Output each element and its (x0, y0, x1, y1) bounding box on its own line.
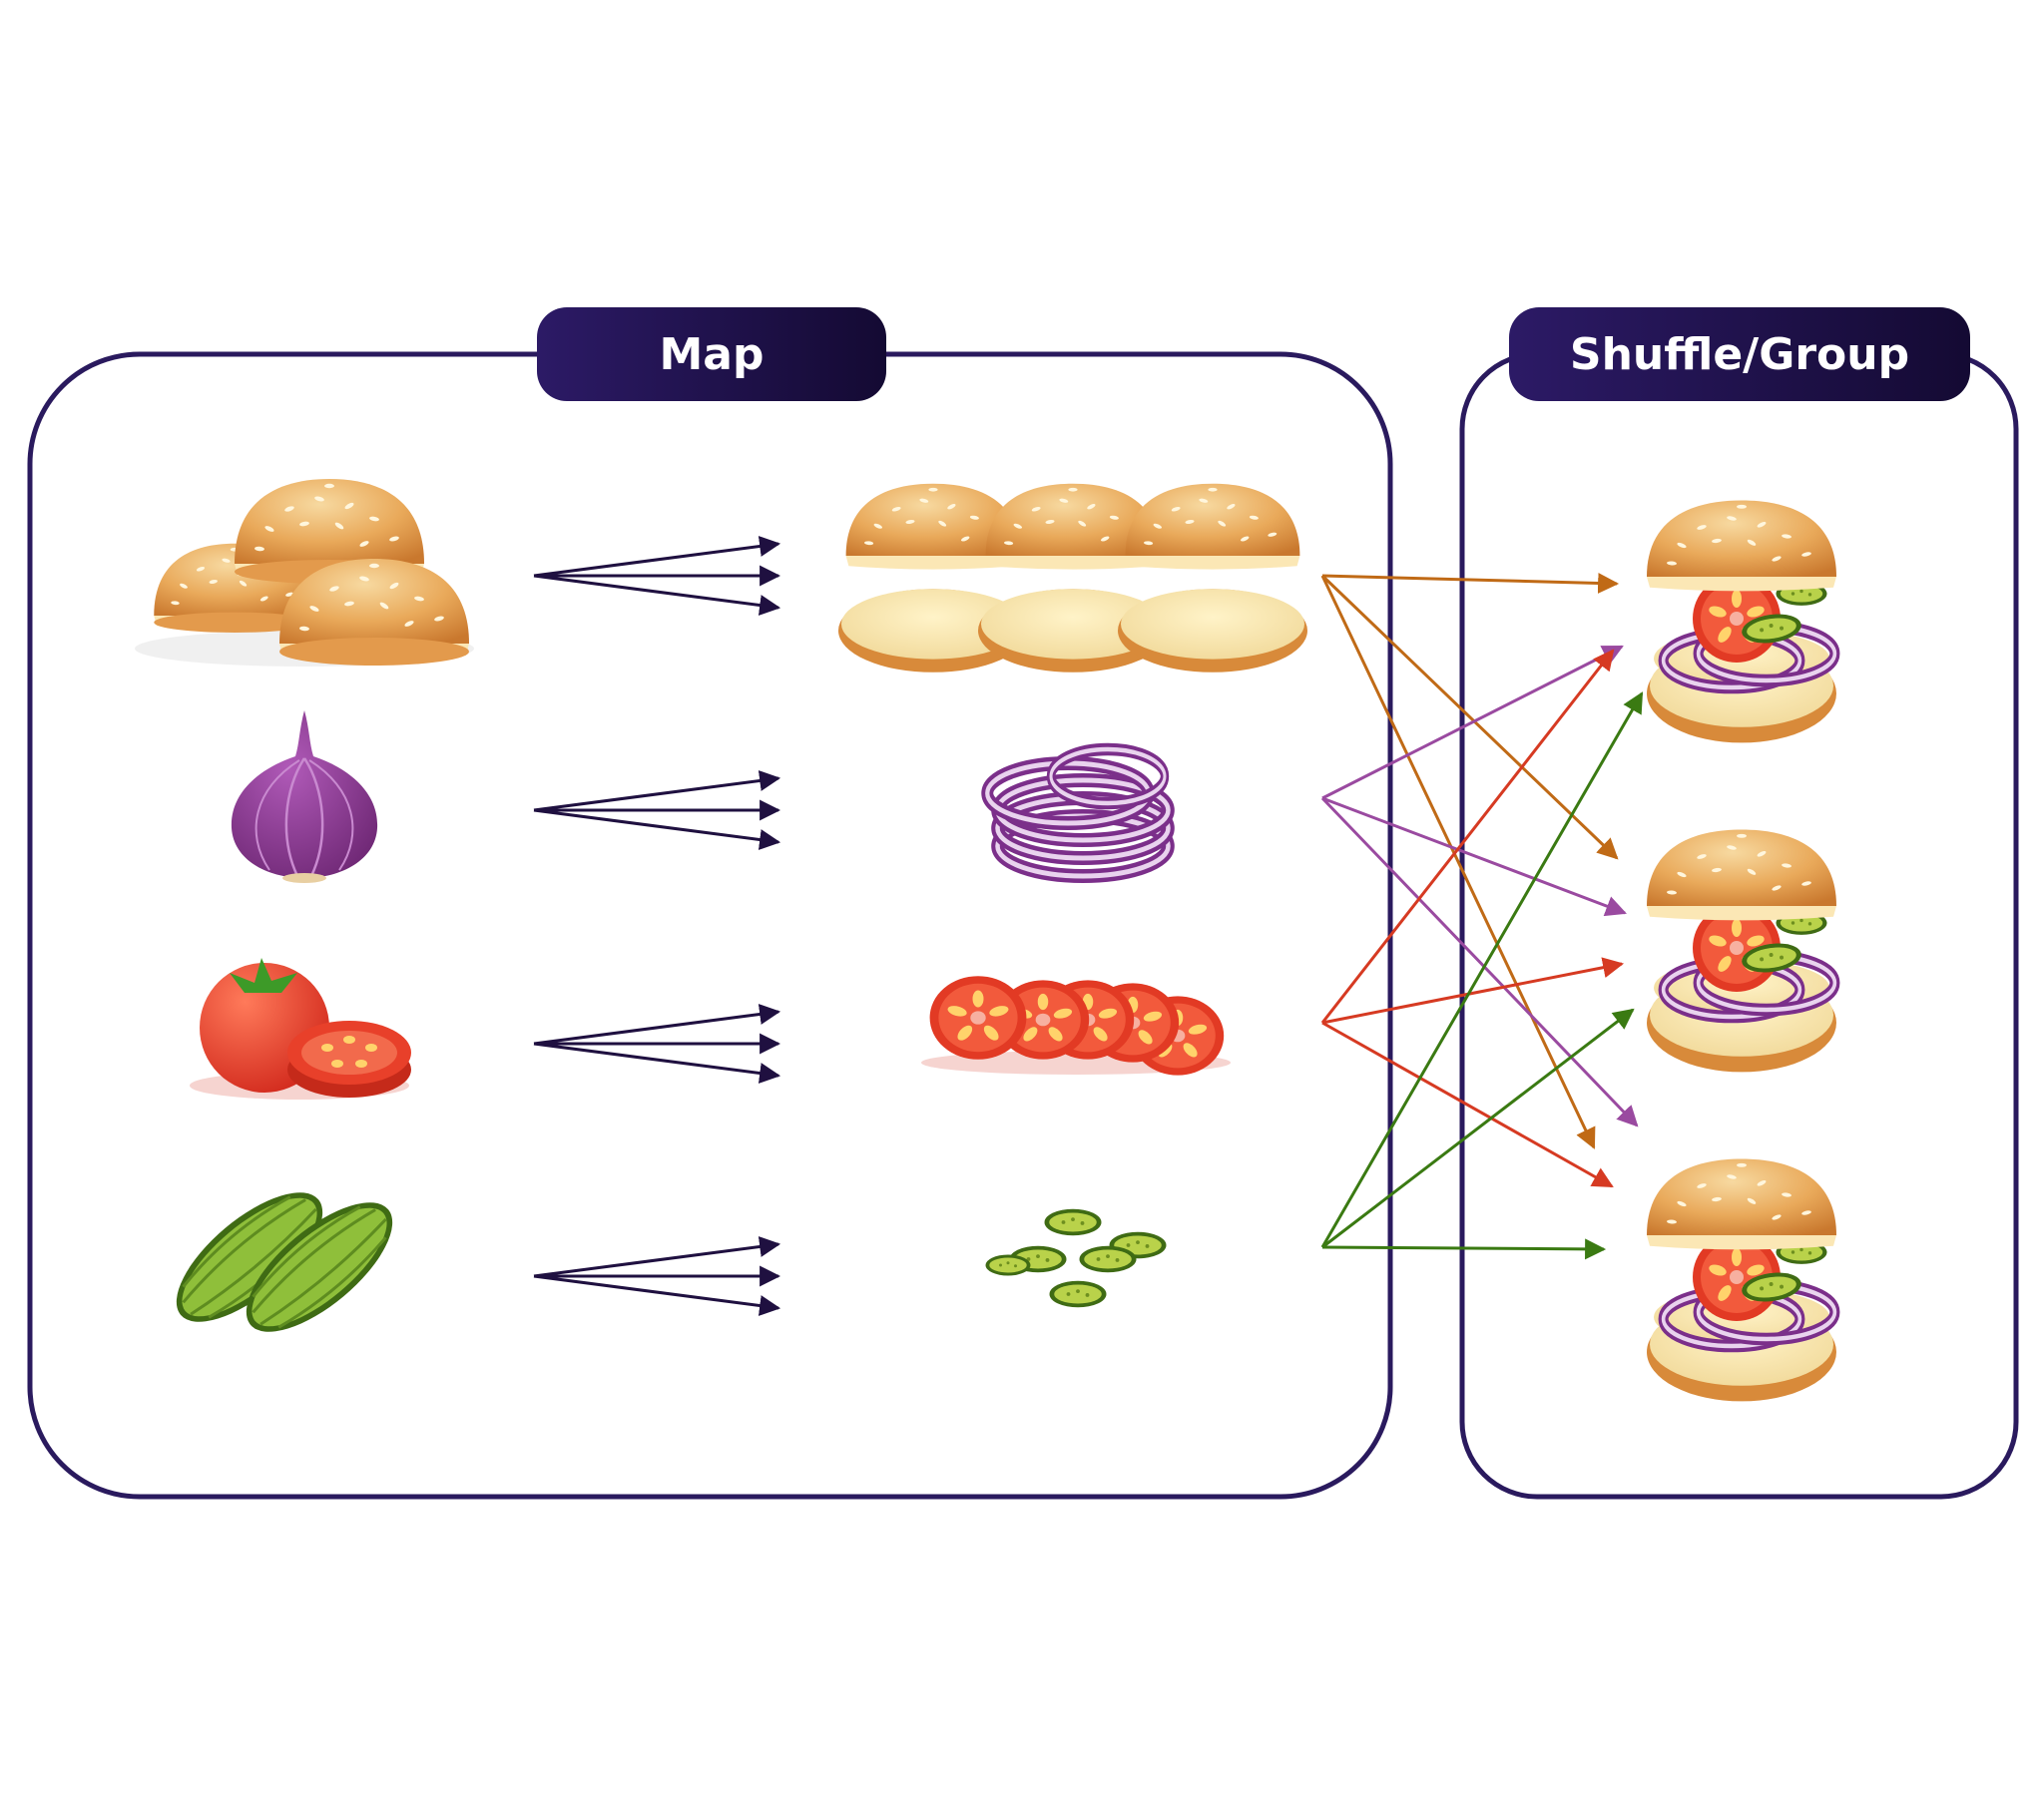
burger-icon (1647, 1159, 1836, 1402)
onion-rings-icon (987, 749, 1168, 876)
map-arrows-onion (533, 770, 781, 850)
shuffle-title-pill: Shuffle/Group (1509, 307, 1970, 401)
tomato-slices-icon (921, 976, 1231, 1076)
shuffle-arrows-onion (1320, 645, 1639, 1127)
shuffle-title: Shuffle/Group (1570, 329, 1909, 380)
map-arrows-pickle (533, 1236, 781, 1316)
onion-icon (231, 710, 378, 883)
buns-icon (135, 479, 474, 667)
map-arrows-tomato (533, 1004, 781, 1084)
pickle-icon (176, 1192, 393, 1332)
shuffle-arrows-buns (1320, 572, 1620, 1149)
burger-icon (1647, 830, 1836, 1073)
map-title-pill: Map (537, 307, 886, 401)
map-title: Map (660, 329, 765, 380)
shuffle-arrows-tomato (1320, 649, 1625, 1188)
split-buns-icon (838, 483, 1307, 673)
map-arrows-buns (533, 536, 781, 616)
shuffle-arrows-pickle (1320, 691, 1644, 1260)
burger-icon (1647, 501, 1836, 743)
tomato-icon (190, 958, 411, 1100)
pickle-slices-icon (985, 1208, 1167, 1308)
